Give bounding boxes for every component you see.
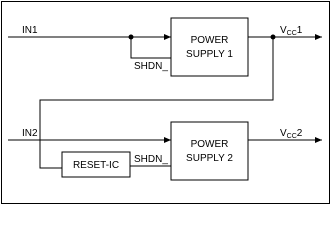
power-supply-2-line1: POWER [191,139,229,150]
power-supply-1-line1: POWER [191,35,229,46]
vcc2-label: VCC2 [280,128,303,140]
power-supply-1-line2: SUPPLY 1 [186,49,233,60]
shdn1-wire [130,37,171,59]
diagram-frame [1,1,330,204]
reset-ic-label: RESET-IC [73,160,119,171]
shdn1-label: SHDN_ [134,61,168,72]
vcc1-label: VCC1 [280,25,303,37]
diagram-canvas: POWER SUPPLY 1 POWER SUPPLY 2 RESET-IC I… [1,1,330,204]
in1-label: IN1 [22,25,38,36]
reset-ic-block [61,151,131,178]
power-supply-2-block [170,121,249,181]
power-supply-2-line2: SUPPLY 2 [186,153,233,164]
block-diagram: POWER SUPPLY 1 POWER SUPPLY 2 RESET-IC I… [1,1,330,204]
power-supply-1-block [170,17,249,77]
shdn2-label: SHDN_ [134,154,168,165]
vcc1-to-reset-wire [39,37,274,169]
in2-label: IN2 [22,128,38,139]
